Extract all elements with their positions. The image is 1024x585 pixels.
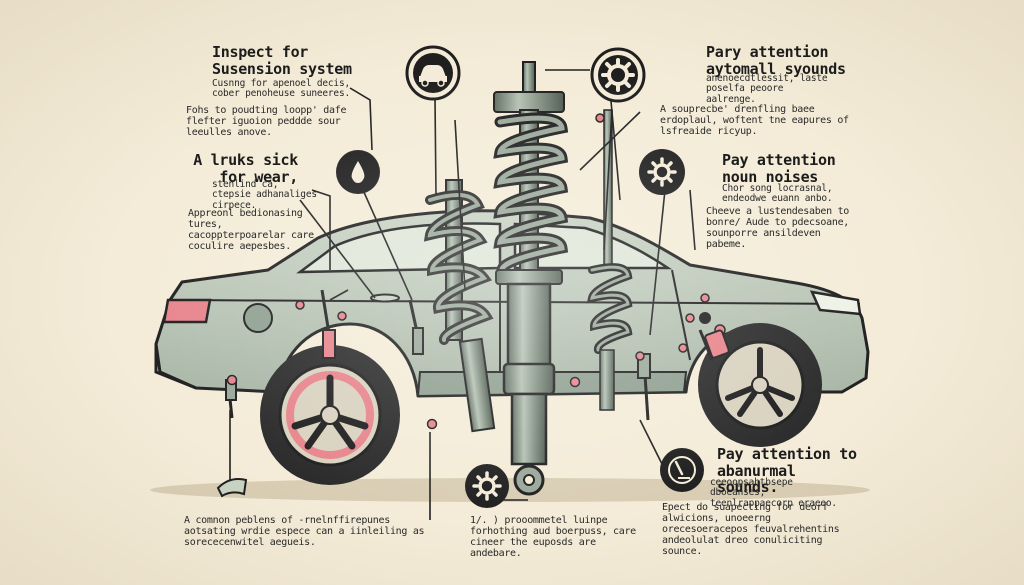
gear-icon bbox=[465, 464, 509, 508]
bottom-right-note: Epect do suapecting for deorf alwicions,… bbox=[662, 502, 840, 557]
noises-heading: Pay attention noun noises bbox=[722, 151, 836, 186]
center-strut bbox=[493, 61, 569, 496]
inspect-body: Fohs to poudting loopp' dafe flefter igu… bbox=[186, 105, 347, 138]
noises-subtext: Chor song locrasnal, endeodwe euann anbo… bbox=[722, 183, 833, 205]
leader-lines bbox=[229, 69, 696, 520]
pary-heading: Pary attention aytomall syounds bbox=[706, 43, 846, 78]
bottom-left-note: A comnon peblens of -rnelnffirepunes aot… bbox=[184, 515, 425, 548]
rear-wheel bbox=[260, 345, 400, 485]
pary-subtext: anenoecdtlessit, laste poselfa peoore aa… bbox=[706, 73, 828, 105]
probe-tools bbox=[225, 289, 730, 421]
gauge-icon bbox=[660, 448, 704, 492]
abnormal-subtext: ceeoopsahtbsepe dboeanses, teenlrappaeco… bbox=[710, 477, 837, 509]
drop-icon bbox=[336, 150, 380, 194]
bottom-middle-note: 1/. ) prooommetel luinpe forhothing aud … bbox=[470, 515, 636, 559]
look-heading: A lruks sick for wear, bbox=[193, 151, 298, 186]
abnormal-heading: Pay attention to abanurmal sounds. bbox=[717, 445, 857, 496]
look-body: Appreonl bedionasing tures, cacoppterpoa… bbox=[188, 208, 314, 252]
left-coil-shock bbox=[423, 179, 496, 433]
gear-icon bbox=[590, 47, 646, 103]
inspect-subtext: Cusnng for apenoel decis, cober penoheus… bbox=[212, 78, 350, 100]
inspect-heading: Inspect for Susension system bbox=[212, 43, 352, 78]
look-subtext: stenlind ca, ctepsie adhanaliges cirpece… bbox=[212, 179, 317, 211]
gear-icon bbox=[639, 149, 685, 195]
front-wheel bbox=[698, 323, 822, 447]
car-icon bbox=[405, 45, 461, 101]
bracket-part bbox=[216, 478, 248, 498]
pary-body: A souprecbe' drenfling baee erdoplaul, w… bbox=[660, 104, 849, 137]
marker-dots bbox=[226, 113, 710, 430]
noises-body: Cheeve a lustendesaben to bonre/ Aude to… bbox=[706, 206, 850, 250]
